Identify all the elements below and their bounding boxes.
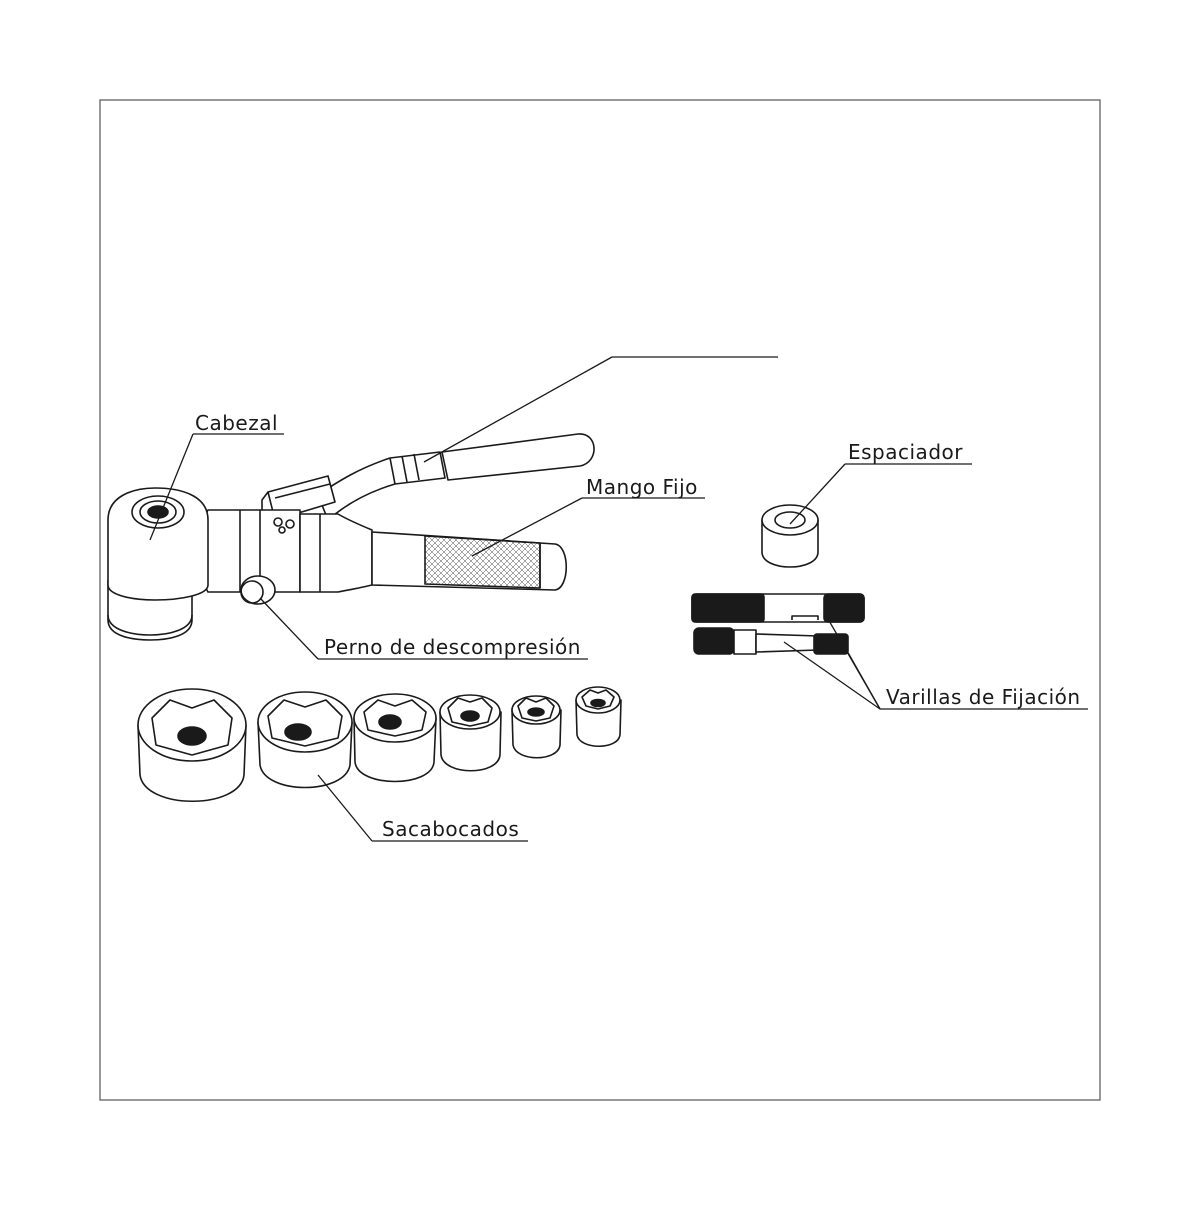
punch-die-3 <box>353 693 437 783</box>
tool-head <box>107 487 209 641</box>
spacer-part <box>761 504 819 568</box>
cabezal-pointer <box>149 433 194 541</box>
label-mango-fijo: Mango Fijo <box>586 475 698 499</box>
punch-die-2 <box>257 691 353 789</box>
label-perno: Perno de descompresión <box>324 635 581 659</box>
label-sacabocados: Sacabocados <box>382 817 520 841</box>
fixing-rods <box>691 593 865 655</box>
mango-fijo-pointer <box>471 497 583 557</box>
varillas-pointer-2 <box>783 641 881 710</box>
frame-border <box>99 99 1101 1101</box>
label-espaciador: Espaciador <box>848 440 963 464</box>
punch-die-6 <box>575 686 622 747</box>
punch-die-1 <box>137 688 247 802</box>
punch-die-4 <box>439 694 502 772</box>
varillas-pointer-3 <box>841 641 881 710</box>
punch-dies <box>137 686 622 802</box>
moving-handle <box>261 433 595 523</box>
punch-die-5 <box>511 695 562 759</box>
hydraulic-tool <box>107 433 595 641</box>
perno-pointer <box>259 597 319 660</box>
release-knob <box>240 575 276 605</box>
label-varillas: Varillas de Fijación <box>886 685 1081 709</box>
fixed-handle <box>371 531 567 591</box>
espaciador-pointer <box>789 463 846 525</box>
sacabocados-pointer <box>317 774 373 842</box>
tool-body <box>201 509 373 593</box>
label-cabezal: Cabezal <box>195 411 279 435</box>
handle-callout-pointer <box>423 356 613 463</box>
